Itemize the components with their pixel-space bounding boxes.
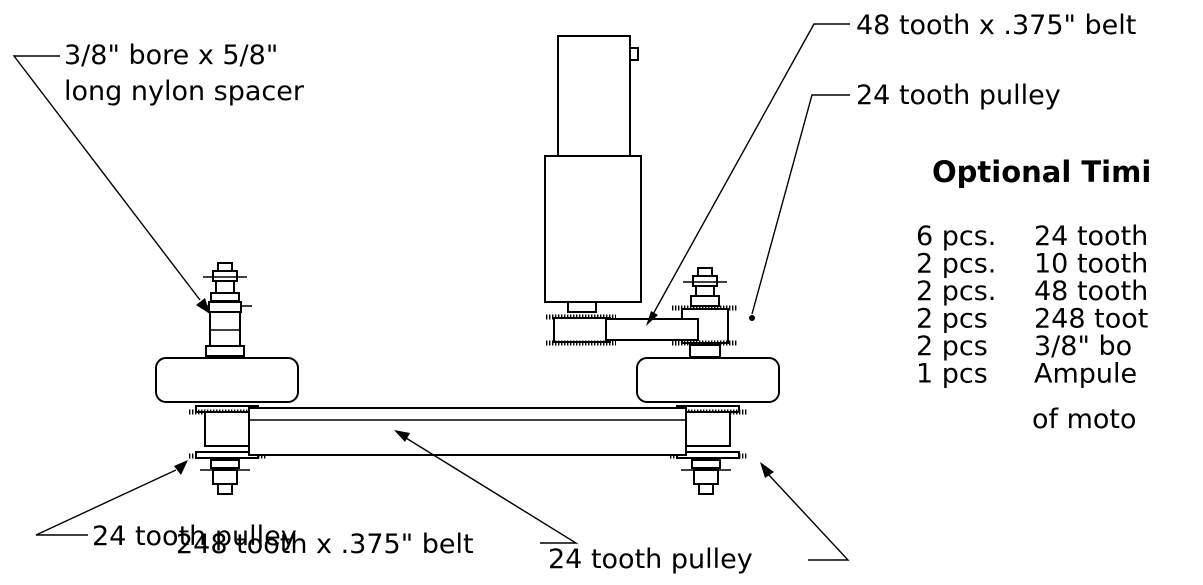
parts-row-item: 3/8" bo: [1034, 331, 1132, 362]
parts-list-continuation: of moto: [1032, 404, 1137, 435]
parts-row-item: 24 tooth: [1034, 221, 1148, 252]
parts-row-qty: 1 pcs: [916, 359, 988, 390]
callout-pulley-bottom-left: 24 tooth pulley: [92, 521, 297, 552]
motor-shaft: [567, 301, 597, 313]
parts-row-qty: 2 pcs.: [916, 276, 996, 307]
parts-row-item: Ampule: [1034, 359, 1137, 390]
parts-row-qty: 2 pcs: [916, 331, 988, 362]
nylon-spacer: [205, 311, 245, 357]
callout-spacer-line2: long nylon spacer: [64, 76, 305, 107]
right-wheel: [636, 357, 780, 403]
parts-list-title: Optional Timi: [932, 155, 1151, 189]
right-upper-hub: [683, 267, 727, 307]
right-wheel-assembly: [636, 267, 780, 495]
parts-list-rows: 6 pcs. 24 tooth 2 pcs. 10 tooth 2 pcs. 48 too…: [916, 221, 1148, 390]
left-wheel: [155, 357, 299, 403]
motor-assembly: [544, 35, 642, 346]
belt-48-tooth: [605, 318, 699, 341]
callout-belt-48: 48 tooth x .375" belt: [856, 10, 1136, 41]
parts-list: Optional Timi 6 pcs. 24 tooth 2 pcs. 10 too…: [916, 155, 1151, 435]
parts-row-item: 248 toot: [1034, 304, 1148, 335]
callout-pulley-top-right: 24 tooth pulley: [856, 80, 1061, 111]
right-lower-hub: [681, 459, 731, 495]
leader-pulley-bottom-right: [760, 462, 850, 561]
callout-pulley-bottom-right: 24 tooth pulley: [548, 544, 753, 575]
left-pulley: [189, 405, 267, 459]
left-wheel-assembly: [155, 262, 299, 495]
left-lower-hub: [200, 459, 250, 495]
callout-spacer-line1: 3/8" bore x 5/8": [64, 40, 278, 71]
left-upper-hub: [198, 262, 252, 313]
parts-row-qty: 6 pcs.: [916, 221, 996, 252]
belt-248-tooth: [248, 407, 687, 456]
leader-spacer: [12, 55, 210, 314]
parts-row-qty: 2 pcs: [916, 304, 988, 335]
parts-row-item: 10 tooth: [1034, 249, 1148, 280]
motor-body: [557, 35, 631, 157]
callout-belt-248: 248 tooth x .375" belt: [176, 529, 474, 560]
parts-row-item: 48 tooth: [1034, 276, 1148, 307]
right-lower-pulley: [670, 405, 748, 459]
leader-pulley-bottom-left: [35, 460, 188, 536]
parts-row-qty: 2 pcs.: [916, 249, 996, 280]
leader-belt-248: [394, 430, 579, 544]
motor-terminal: [629, 47, 639, 61]
motor-pulley: [546, 314, 616, 346]
motor-gearbox: [544, 155, 642, 303]
leader-belt-48: [646, 23, 850, 326]
leader-pulley-top-right: [749, 94, 850, 321]
